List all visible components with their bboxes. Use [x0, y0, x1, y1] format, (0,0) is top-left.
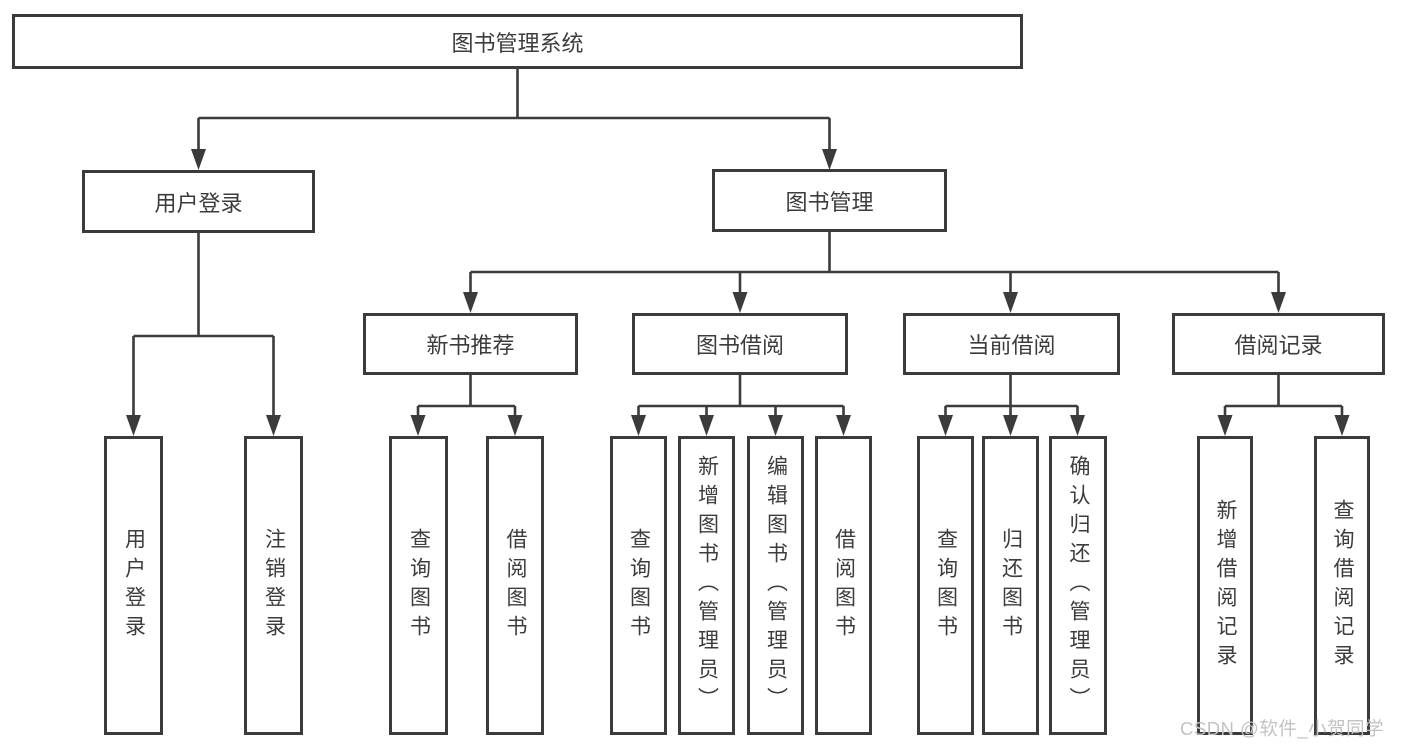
csdn-watermark: CSDN @软件_小贺同学: [1180, 718, 1385, 739]
node-book-management: 图书管理: [712, 169, 947, 232]
leaf-bb-query-book: 查询图书: [610, 436, 667, 735]
leaf-bb-edit-book-admin: 编辑图书（管理员）: [747, 436, 804, 735]
node-new-book-recommend: 新书推荐: [363, 313, 578, 375]
leaf-cb-confirm-return-admin: 确认归还（管理员）: [1049, 436, 1107, 735]
leaf-cb-return-book: 归还图书: [982, 436, 1039, 735]
node-current-borrow: 当前借阅: [903, 313, 1120, 375]
leaf-user-login: 用户登录: [104, 436, 163, 735]
leaf-logout-login: 注销登录: [244, 436, 303, 735]
leaf-br-query-record: 查询借阅记录: [1314, 436, 1370, 735]
leaf-bb-add-book-admin: 新增图书（管理员）: [678, 436, 735, 735]
leaf-bb-borrow-book: 借阅图书: [815, 436, 872, 735]
leaf-br-add-record: 新增借阅记录: [1197, 436, 1253, 735]
leaf-cb-query-book: 查询图书: [917, 436, 974, 735]
leaf-nbr-borrow-book: 借阅图书: [486, 436, 544, 735]
leaf-nbr-query-book: 查询图书: [389, 436, 448, 735]
node-book-borrow: 图书借阅: [632, 313, 848, 375]
node-borrow-record: 借阅记录: [1172, 313, 1385, 375]
node-user-login: 用户登录: [82, 170, 315, 233]
node-root: 图书管理系统: [12, 14, 1023, 69]
